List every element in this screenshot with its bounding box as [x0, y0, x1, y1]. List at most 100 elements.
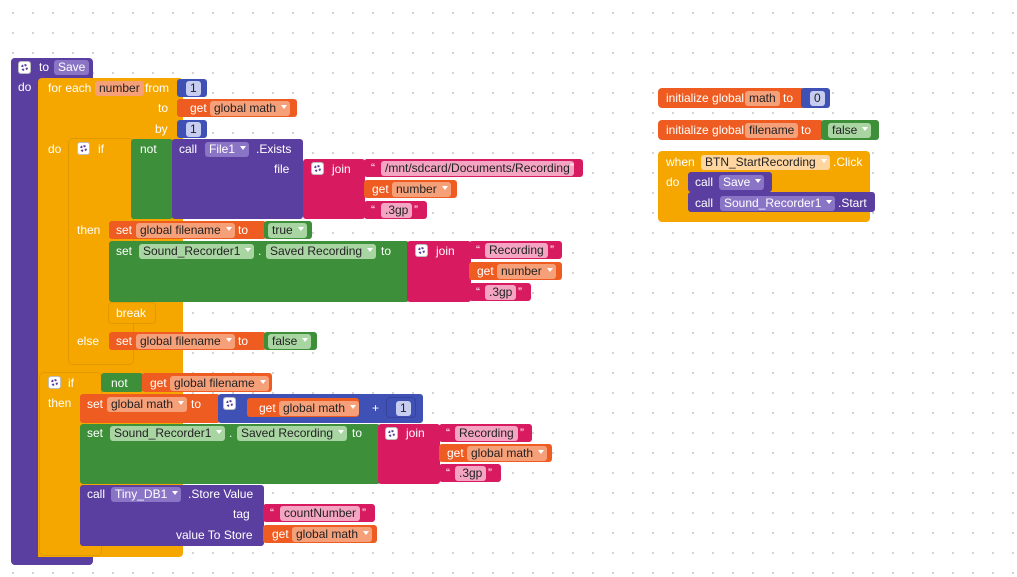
get-number-1-field[interactable]: number: [392, 182, 451, 197]
init-filename-false-dropdown[interactable]: false: [828, 123, 872, 138]
file-param-label: file: [274, 162, 290, 176]
set-sr1-component-dropdown[interactable]: Sound_Recorder1: [139, 244, 255, 259]
get-filename-var-field[interactable]: global filename: [170, 376, 269, 391]
break-label: break: [116, 306, 147, 320]
set-sr1-dot: .: [258, 244, 262, 258]
set-math-to-label: to: [191, 397, 202, 411]
if1-else-label: else: [77, 334, 100, 348]
set-math-label: set: [87, 397, 104, 411]
procedure-name-field[interactable]: Save: [54, 60, 90, 75]
when-label: when: [666, 155, 695, 169]
by-number-field[interactable]: 1: [186, 122, 201, 137]
mutator-gear-icon[interactable]: [18, 61, 31, 74]
ext-text-field-3[interactable]: .3gp: [455, 466, 487, 481]
get-number-2-field[interactable]: number: [497, 264, 556, 279]
set-sr1-property-dropdown[interactable]: Saved Recording: [266, 244, 377, 259]
init-filename-name-field[interactable]: filename: [745, 123, 799, 138]
else-set-to-label: to: [238, 334, 249, 348]
if2-then-label: then: [48, 396, 72, 410]
ext3-open-quote: “: [446, 466, 450, 480]
when-event-label: .Click: [833, 155, 863, 169]
set-sr2-label: set: [87, 426, 104, 440]
set-filename-label: set: [116, 223, 133, 237]
to-get-label: get: [190, 101, 207, 115]
to-get-var-field[interactable]: global math: [210, 101, 291, 116]
get-filename-label: get: [150, 376, 167, 390]
ext-text-field-2[interactable]: .3gp: [485, 285, 517, 300]
foreach-by-label: by: [155, 122, 168, 136]
set-sr1-label: set: [116, 244, 133, 258]
file-method-label: .Exists: [256, 142, 292, 156]
tinydb-value-label: value To Store: [176, 528, 253, 542]
ext1-close-quote: ”: [414, 203, 418, 217]
call-start-method-label: .Start: [838, 196, 867, 210]
add-gear-icon[interactable]: [223, 397, 236, 410]
false-value-dropdown-1[interactable]: false: [268, 334, 312, 349]
init-filename-label: initialize global: [666, 123, 745, 137]
value-get-var-field[interactable]: global math: [292, 527, 373, 542]
join1-gear-icon[interactable]: [311, 162, 324, 175]
foreach-var-field[interactable]: number: [95, 81, 144, 96]
if1-if-label: if: [98, 142, 104, 156]
recording-text-field-1[interactable]: Recording: [485, 243, 548, 258]
rec2-close-quote: ”: [520, 426, 524, 440]
set-sr2-dot: .: [229, 426, 233, 440]
set-filename-var-field[interactable]: global filename: [136, 223, 235, 238]
init-math-value-field[interactable]: 0: [810, 91, 825, 106]
tag-open-quote: “: [270, 506, 274, 520]
not1-label: not: [140, 142, 157, 156]
set-sr2-property-dropdown[interactable]: Saved Recording: [237, 426, 348, 441]
ext2-close-quote: ”: [518, 285, 522, 299]
add-plus-label: +: [372, 401, 380, 415]
set-sr2-to-label: to: [352, 426, 363, 440]
recording-text-field-2[interactable]: Recording: [455, 426, 518, 441]
foreach-do-label: do: [48, 142, 62, 156]
call-save-label: call: [695, 175, 714, 189]
ext1-open-quote: “: [371, 203, 375, 217]
when-do-label: do: [666, 175, 680, 189]
init-math-name-field[interactable]: math: [745, 91, 780, 106]
join3-gear-icon[interactable]: [385, 427, 398, 440]
if1-then-label: then: [77, 223, 101, 237]
ext-text-field-1[interactable]: .3gp: [381, 203, 413, 218]
tinydb-method-label: .Store Value: [188, 487, 254, 501]
foreach-label: for each: [48, 81, 92, 95]
rec1-open-quote: “: [476, 243, 480, 257]
add-get-var-field[interactable]: global math: [279, 401, 360, 416]
else-set-var-field[interactable]: global filename: [136, 334, 235, 349]
tinydb-component-dropdown[interactable]: Tiny_DB1: [111, 487, 182, 502]
not-block-2[interactable]: [101, 373, 143, 392]
path-open-quote: “: [371, 161, 375, 175]
set-sr2-component-dropdown[interactable]: Sound_Recorder1: [110, 426, 226, 441]
set-math-var-field[interactable]: global math: [107, 397, 188, 412]
when-component-dropdown[interactable]: BTN_StartRecording: [701, 155, 830, 170]
join1-label: join: [332, 162, 351, 176]
break-block[interactable]: [109, 303, 155, 323]
tinydb-call-label: call: [87, 487, 106, 501]
join2-gear-icon[interactable]: [415, 244, 428, 257]
not-block-1[interactable]: [131, 139, 173, 219]
add-number-field[interactable]: 1: [396, 401, 411, 416]
true-value-dropdown[interactable]: true: [268, 223, 307, 238]
ext2-open-quote: “: [476, 285, 480, 299]
if1-gear-icon[interactable]: [77, 142, 90, 155]
call-start-component-dropdown[interactable]: Sound_Recorder1: [720, 196, 836, 211]
get-math-2-field[interactable]: global math: [467, 446, 548, 461]
else-set-label: set: [116, 334, 133, 348]
file-component-dropdown[interactable]: File1: [205, 142, 250, 157]
call-save-name-dropdown[interactable]: Save: [719, 175, 765, 190]
set-sr1-to-label: to: [381, 244, 392, 258]
rec2-open-quote: “: [446, 426, 450, 440]
path-text-field[interactable]: /mnt/sdcard/Documents/Recording: [381, 161, 574, 176]
from-number-field[interactable]: 1: [186, 81, 201, 96]
get-number-1-label: get: [372, 182, 389, 196]
foreach-from-label: from: [145, 81, 169, 95]
procedure-to-label: to: [39, 60, 50, 74]
path-close-quote: ”: [570, 161, 574, 175]
get-number-2-label: get: [477, 264, 494, 278]
if2-if-label: if: [68, 376, 74, 390]
not2-label: not: [111, 376, 128, 390]
tag-text-field[interactable]: countNumber: [280, 506, 361, 521]
get-math-2-label: get: [447, 446, 464, 460]
if2-gear-icon[interactable]: [48, 376, 61, 389]
